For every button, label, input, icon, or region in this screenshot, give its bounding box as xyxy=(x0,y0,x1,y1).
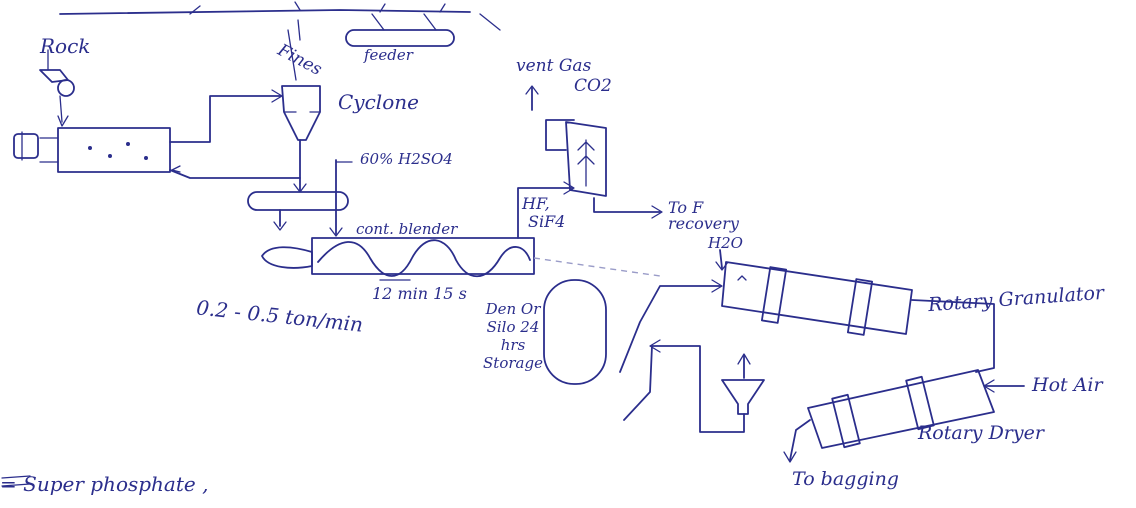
rock-wheel xyxy=(58,80,74,96)
label-footer: = Super phosphate , xyxy=(0,474,208,494)
label-sif4: SiF4 xyxy=(528,214,565,230)
cyclone xyxy=(282,86,320,140)
label-co2: CO2 xyxy=(574,78,612,95)
blender-motor xyxy=(262,247,312,268)
label-rotary-dryer: Rotary Dryer xyxy=(918,424,1044,443)
label-hot-air: Hot Air xyxy=(1032,376,1103,395)
label-hf: HF, xyxy=(522,196,550,212)
label-cyclone: Cyclone xyxy=(338,92,419,112)
rotary-granulator xyxy=(722,262,912,334)
label-to-f-recovery: To F recovery xyxy=(668,200,758,232)
upper-feeder xyxy=(346,30,454,46)
label-h2o: H2O xyxy=(708,236,743,251)
den-silo xyxy=(544,280,606,384)
belt-feeder xyxy=(248,192,348,210)
label-den: Den Or Silo 24 hrs Storage xyxy=(480,300,546,372)
label-time: 12 min 15 s xyxy=(372,286,467,302)
label-rock: Rock xyxy=(40,36,90,56)
label-acid: 60% H2SO4 xyxy=(360,152,453,167)
label-feeder: feeder xyxy=(364,48,413,63)
blender-screw xyxy=(318,240,530,276)
label-vent-gas: vent Gas xyxy=(516,58,591,75)
label-cont-blender: cont. blender xyxy=(356,222,457,237)
top-conveyor-line xyxy=(60,10,470,14)
product-hopper xyxy=(722,380,764,414)
ball-mill xyxy=(58,128,170,172)
label-to-bagging: To bagging xyxy=(792,470,899,489)
